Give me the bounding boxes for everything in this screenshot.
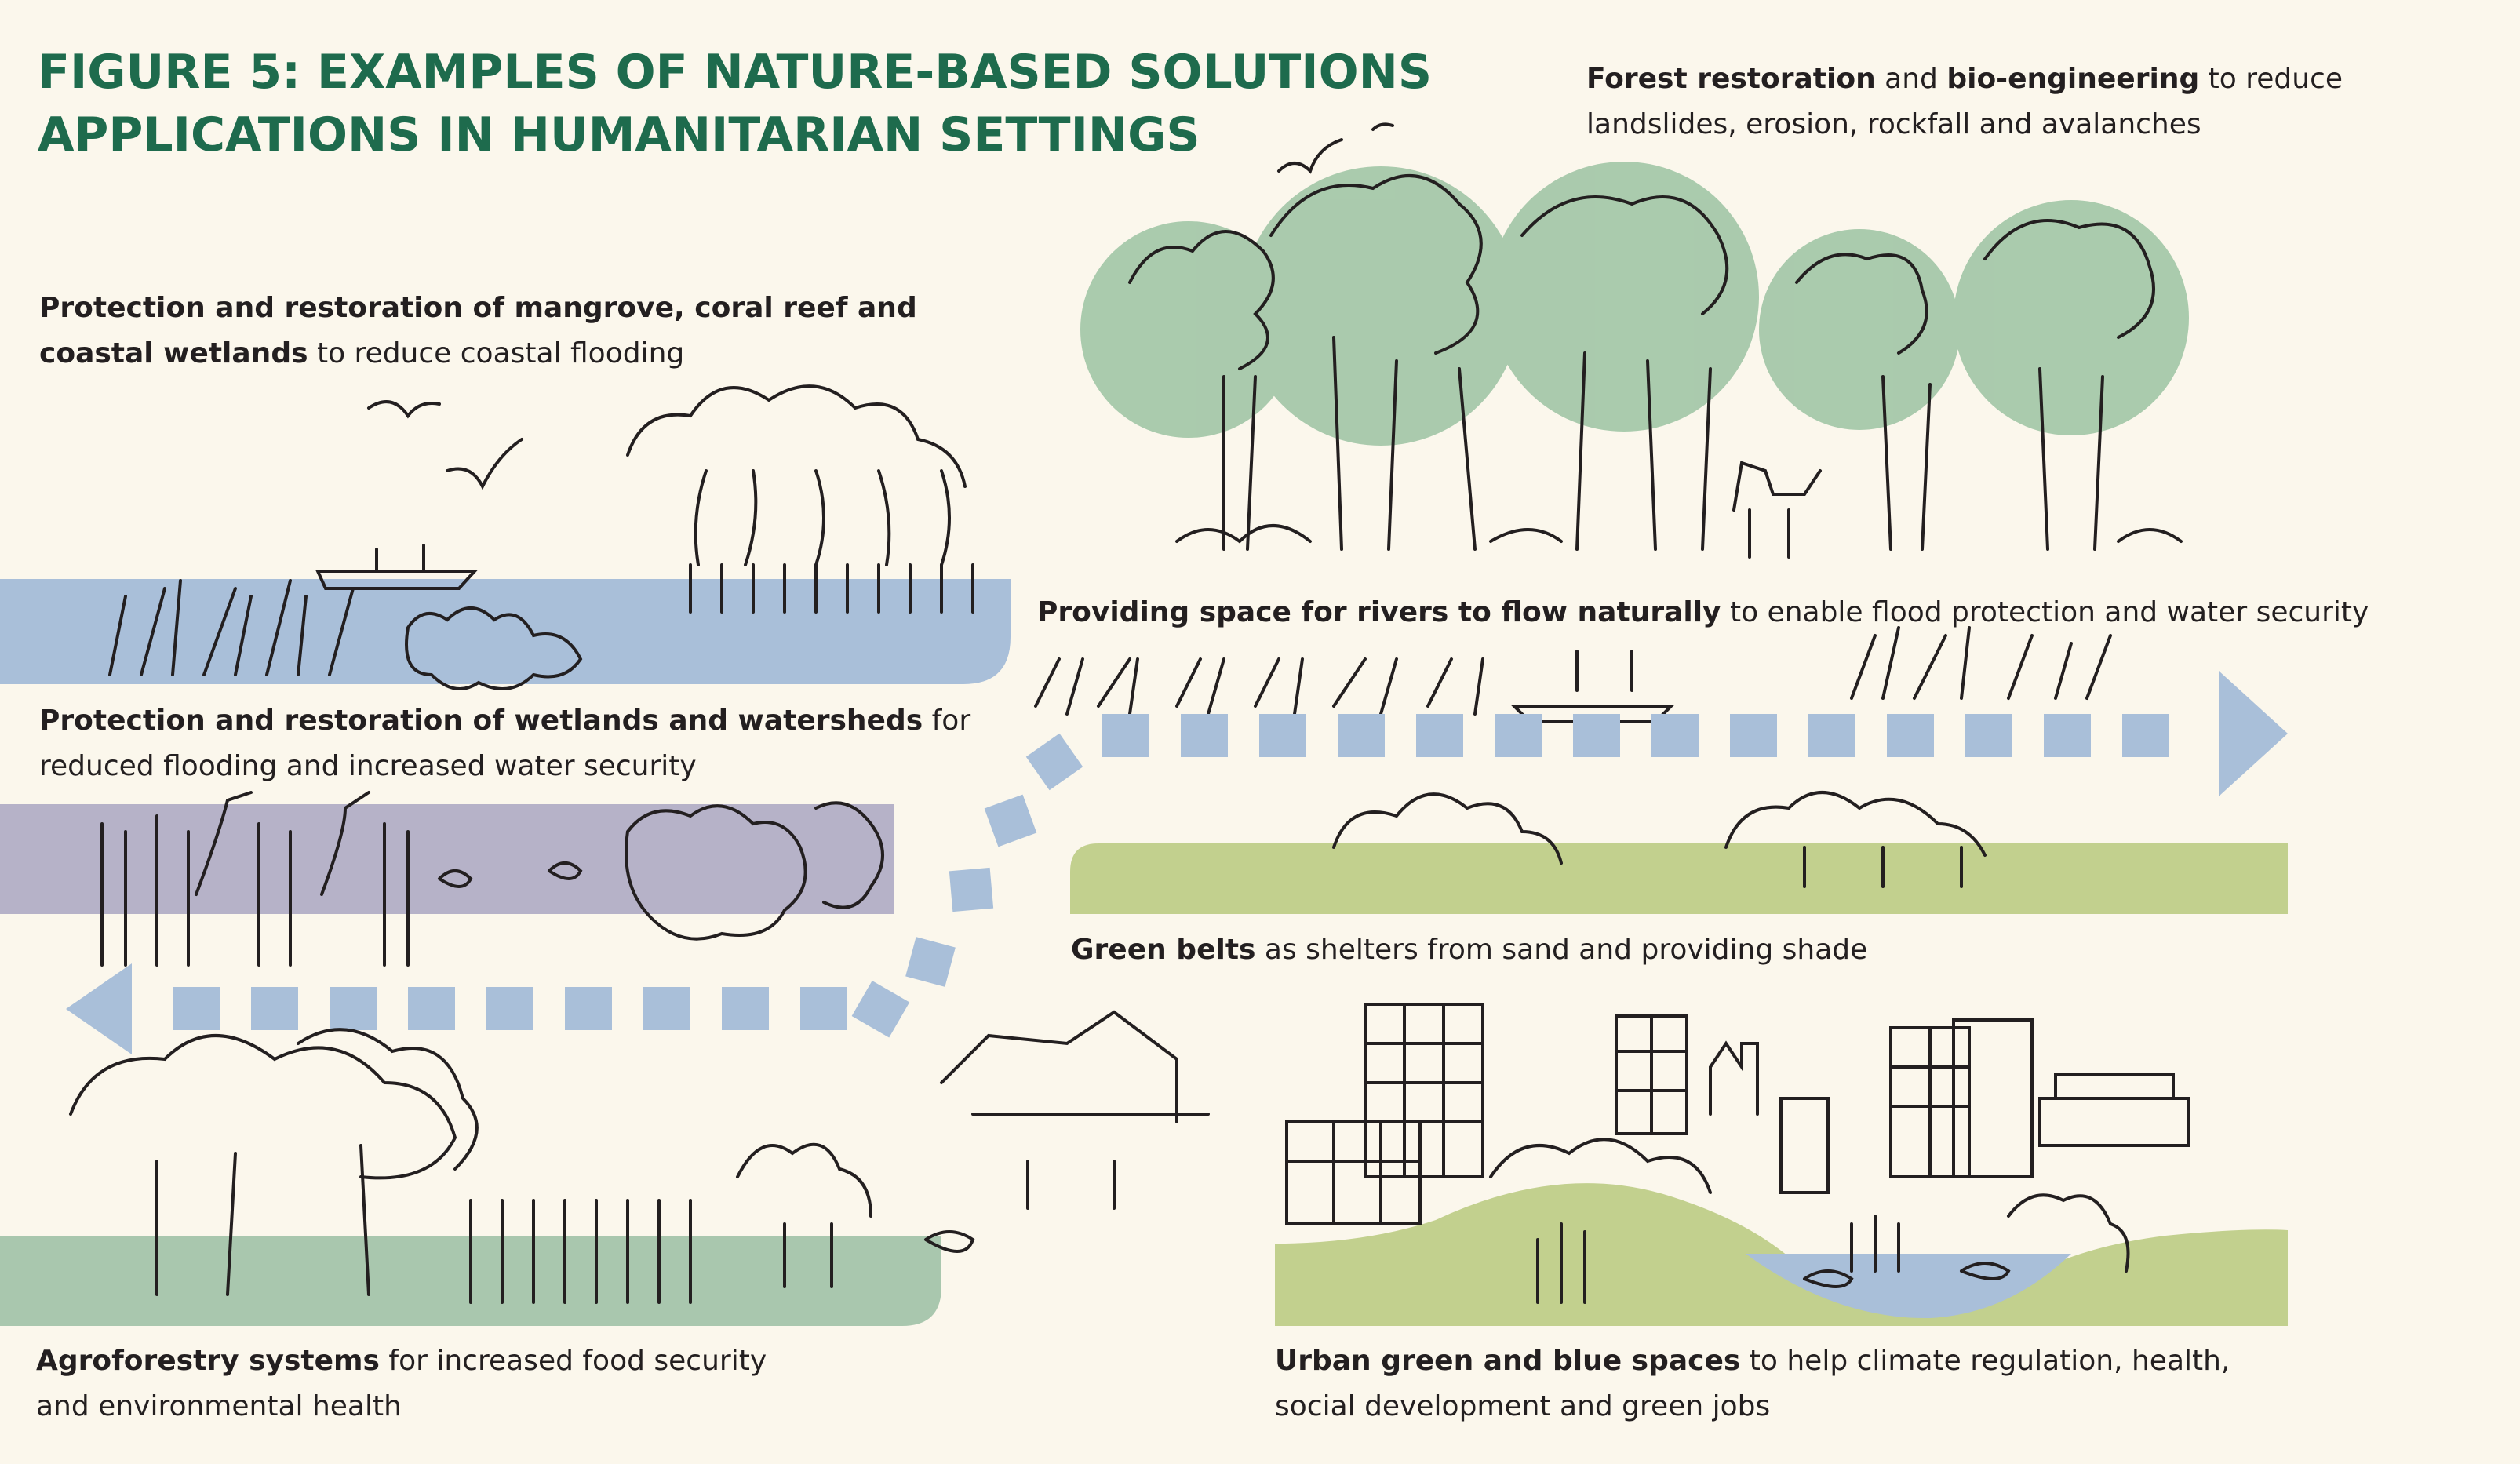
caption-forest-bold-2: bio-engineering (1946, 63, 2200, 95)
wetland-sketch (100, 791, 884, 967)
caption-agroforestry-text-1: for increased food security (379, 1345, 767, 1377)
caption-agroforestry-bold-1: Agroforestry systems (36, 1345, 380, 1377)
caption-forest-bold-1: Forest restoration (1586, 63, 1876, 95)
caption-agroforestry: Agroforestry systems for increased food … (36, 1338, 767, 1429)
caption-urban-bold-1: Urban green and blue spaces (1275, 1345, 1741, 1377)
caption-rivers-bold-1: Providing space for rivers to flow natur… (1037, 596, 1721, 628)
caption-urban: Urban green and blue spaces to help clim… (1275, 1338, 2230, 1429)
green-belt-band (1070, 843, 2288, 914)
caption-mangrove-bold-1: Protection and restoration of mangrove, … (39, 292, 917, 324)
water-flow-path (66, 671, 2288, 1054)
caption-green-belts: Green belts as shelters from sand and pr… (1071, 927, 1867, 973)
caption-rivers-text-1: to enable flood protection and water sec… (1721, 596, 2369, 628)
caption-mangrove-text-2: to reduce coastal flooding (308, 337, 685, 370)
caption-wetlands-bold-1: Protection and restoration of wetlands a… (39, 705, 923, 737)
caption-agroforestry-line-2: and environmental health (36, 1390, 402, 1422)
wetland-band (0, 804, 894, 914)
agroforestry-sketch (69, 1010, 1210, 1304)
caption-green-belts-bold-1: Green belts (1071, 934, 1256, 966)
caption-mangrove-bold-2: coastal wetlands (39, 337, 308, 370)
coastal-water-band (0, 579, 1011, 684)
caption-forest-text-1: and (1875, 63, 1947, 95)
caption-wetlands-text-1: for (923, 705, 971, 737)
flow-arrow-right (2219, 671, 2288, 796)
birds (367, 122, 1394, 490)
caption-urban-line-2: social development and green jobs (1275, 1390, 1771, 1422)
caption-rivers: Providing space for rivers to flow natur… (1037, 590, 2369, 635)
caption-forest-text-2: to reduce (2199, 63, 2343, 95)
caption-wetlands-line-2: reduced flooding and increased water sec… (39, 750, 697, 782)
urban-sketch (1285, 1003, 2190, 1304)
caption-green-belts-text-1: as shelters from sand and providing shad… (1255, 934, 1868, 966)
forest-canopy (1080, 162, 2189, 446)
forest-sketch (1128, 174, 2183, 559)
caption-mangrove: Protection and restoration of mangrove, … (39, 286, 917, 377)
caption-forest-line-2: landslides, erosion, rockfall and avalan… (1586, 108, 2201, 140)
mangrove-sketch (108, 384, 974, 690)
caption-forest: Forest restoration and bio-engineering t… (1586, 56, 2343, 147)
figure-title-line-2: APPLICATIONS IN HUMANITARIAN SETTINGS (38, 107, 1200, 162)
figure-title: FIGURE 5: EXAMPLES OF NATURE-BASED SOLUT… (38, 41, 1450, 166)
caption-urban-text-1: to help climate regulation, health, (1740, 1345, 2230, 1377)
figure-title-line-1: FIGURE 5: EXAMPLES OF NATURE-BASED SOLUT… (38, 45, 1433, 100)
caption-wetlands: Protection and restoration of wetlands a… (39, 698, 970, 789)
flow-arrow-left (66, 963, 132, 1054)
